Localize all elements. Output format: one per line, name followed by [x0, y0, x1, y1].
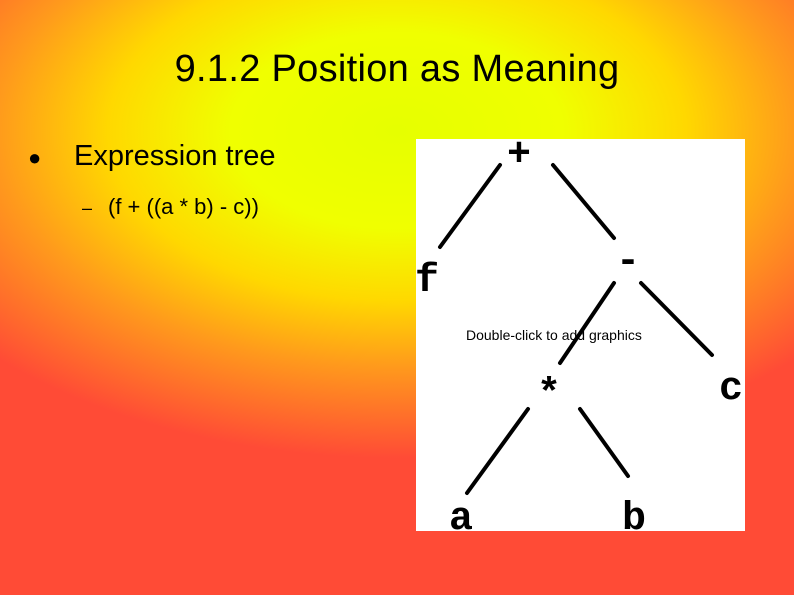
node-f: f [416, 259, 439, 304]
edge-plus-minus [551, 163, 616, 240]
sub-bullet-item[interactable]: – (f + ((a * b) - c)) [82, 194, 259, 220]
dash-bullet-icon: – [82, 198, 93, 218]
edge-star-a [465, 407, 530, 495]
expression-tree-graphic: + f - * c a b [416, 139, 743, 531]
edge-star-b [578, 407, 630, 478]
sub-bullet-text: (f + ((a * b) - c)) [108, 194, 259, 219]
expression-tree-image[interactable]: + f - * c a b [416, 139, 745, 531]
edge-minus-star [558, 281, 616, 365]
slide-title[interactable]: 9.1.2 Position as Meaning [174, 48, 620, 90]
bullet-text: Expression tree [74, 140, 276, 172]
node-a: a [449, 497, 473, 531]
bullet-item[interactable]: ● Expression tree [28, 140, 276, 173]
node-b: b [622, 497, 646, 531]
edge-plus-f [438, 163, 502, 249]
node-star: * [537, 373, 561, 418]
add-graphics-placeholder[interactable]: Double-click to add graphics [466, 327, 642, 343]
node-c: c [719, 367, 743, 412]
node-minus: - [616, 240, 640, 285]
edge-minus-c [639, 281, 714, 357]
node-plus: + [507, 139, 531, 178]
bullet-dot-icon: ● [28, 145, 42, 170]
